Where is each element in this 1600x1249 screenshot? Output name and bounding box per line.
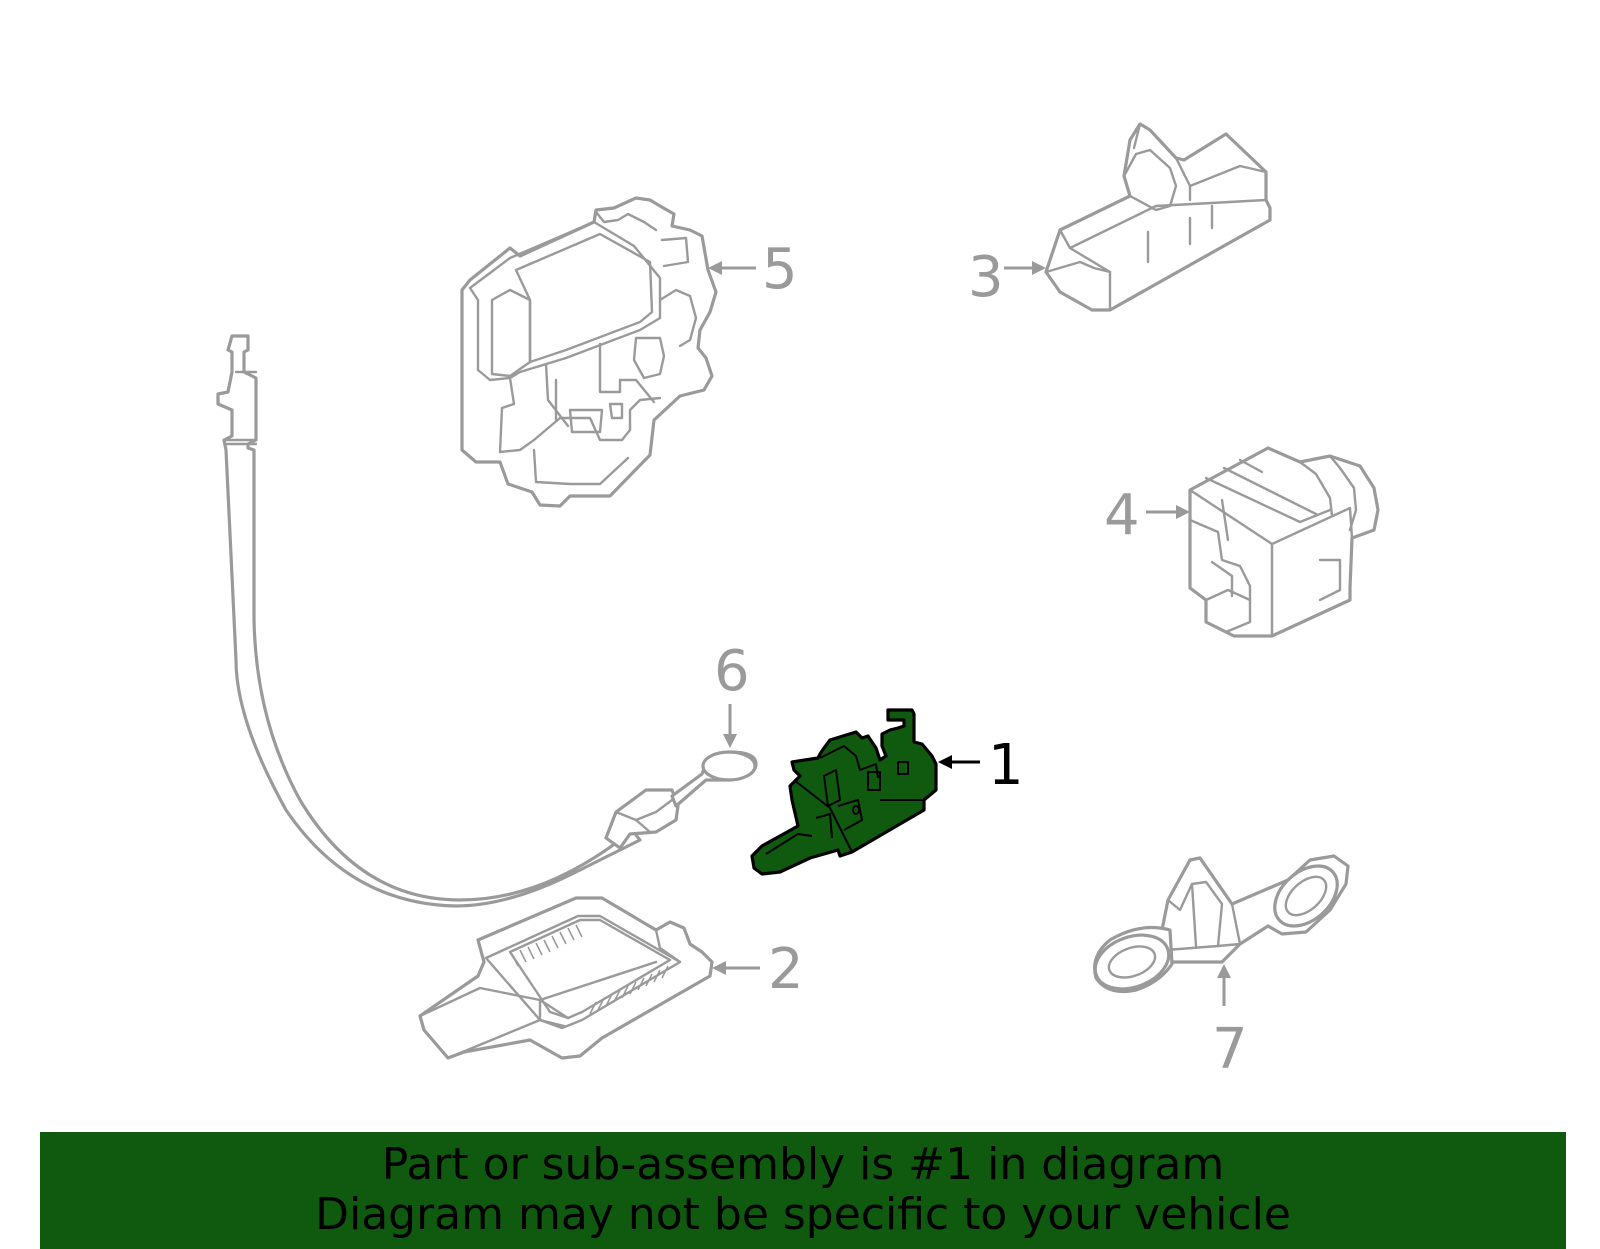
info-banner: Part or sub-assembly is #1 in diagram Di…	[40, 1132, 1566, 1249]
part-6-cable-end	[604, 750, 758, 850]
callout-label-2: 2	[768, 937, 804, 1002]
callout-4: 4	[1104, 483, 1190, 548]
callout-3: 3	[968, 245, 1046, 310]
callout-5: 5	[708, 237, 798, 302]
callout-7: 7	[1212, 964, 1248, 1082]
banner-line-disclaimer: Diagram may not be specific to your vehi…	[315, 1189, 1291, 1240]
banner-line-part-number: Part or sub-assembly is #1 in diagram	[381, 1139, 1225, 1190]
callout-label-7: 7	[1212, 1017, 1248, 1082]
part-3-housing	[1044, 122, 1272, 312]
part-2-bracket	[418, 896, 714, 1060]
part-4-connector	[1188, 446, 1380, 638]
callout-label-6: 6	[714, 639, 750, 704]
callout-1: 1	[938, 733, 1024, 798]
callout-label-3: 3	[968, 245, 1004, 310]
callout-label-4: 4	[1104, 483, 1140, 548]
callout-2: 2	[712, 937, 804, 1002]
part-7-cable-guide	[1093, 854, 1350, 994]
callout-label-5: 5	[762, 237, 798, 302]
part-1-highlighted	[750, 708, 938, 876]
callout-label-1: 1	[988, 733, 1024, 798]
part-5-lock-actuator	[460, 196, 718, 508]
callout-6: 6	[714, 639, 750, 748]
